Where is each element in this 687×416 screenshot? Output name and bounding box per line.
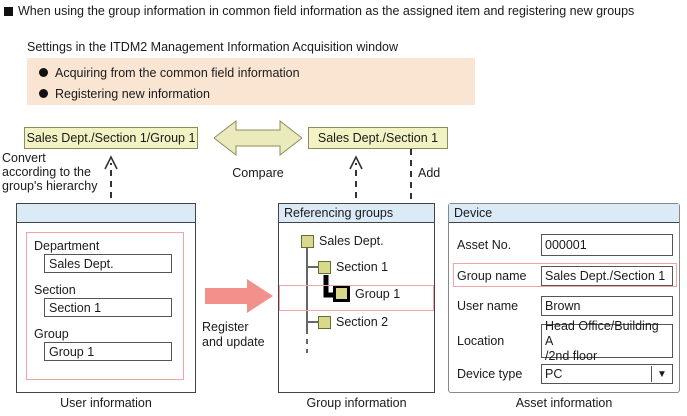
tree-node-label: Section 1 — [336, 260, 389, 274]
department-field[interactable]: Sales Dept. — [44, 254, 172, 273]
asset-field-label: Asset No. — [457, 238, 512, 252]
location-field[interactable]: Head Office/Building A /2nd floor — [541, 319, 673, 363]
device-type-select[interactable]: PC ▼ — [541, 364, 673, 384]
register-label-line-2: and update — [202, 335, 265, 349]
tree-node[interactable]: Section 2 — [318, 315, 388, 329]
user-panel-caption: User information — [60, 396, 152, 410]
user-panel-header — [17, 204, 195, 223]
tree-node[interactable]: Section 1 — [318, 260, 388, 274]
section-field[interactable]: Section 1 — [44, 298, 172, 317]
asset-panel-caption: Asset information — [515, 396, 613, 410]
asset-field-label: User name — [457, 299, 519, 313]
convert-note: Convert according to the group's hierarc… — [2, 151, 98, 193]
asset-field-label: Device type — [457, 367, 523, 381]
page-heading: When using the group information in comm… — [4, 4, 634, 19]
asset-panel-header: Device — [449, 204, 679, 223]
asset-no-field[interactable]: 000001 — [541, 234, 673, 256]
group-folder-icon-selected — [333, 285, 350, 302]
tree-node-label: Group 1 — [355, 286, 401, 301]
group-information-panel: Referencing groups Sales Dept. Section 1… — [278, 203, 435, 393]
register-arrow-icon — [205, 279, 273, 313]
settings-item: Registering new information — [39, 83, 475, 104]
tree-node-label: Sales Dept. — [319, 234, 384, 248]
group-panel-header: Referencing groups — [279, 204, 434, 223]
existing-group-path-box: Sales Dept./Section 1 — [308, 127, 448, 149]
settings-item-label: Acquiring from the common field informat… — [55, 65, 300, 80]
settings-item: Acquiring from the common field informat… — [39, 62, 475, 83]
location-line-1: Head Office/Building A — [545, 318, 659, 348]
bullet-dot-icon — [39, 89, 48, 98]
group-field[interactable]: Group 1 — [44, 342, 172, 361]
page-heading-text: When using the group information in comm… — [18, 4, 635, 18]
asset-field-row: Location Head Office/Building A /2nd flo… — [457, 319, 673, 363]
bullet-dot-icon — [39, 68, 48, 77]
convert-note-line-2: according to the — [2, 165, 91, 179]
asset-field-row: Asset No. 000001 — [457, 234, 673, 256]
user-field: Department Sales Dept. — [27, 238, 183, 273]
convert-note-line-3: group's hierarchy — [2, 179, 98, 193]
asset-field-label: Group name — [457, 269, 527, 283]
group-folder-icon — [318, 315, 331, 329]
group-name-highlight — [453, 263, 677, 287]
user-name-field[interactable]: Brown — [541, 296, 673, 316]
asset-field-label: Location — [457, 334, 505, 348]
location-line-2: /2nd floor — [545, 348, 598, 363]
settings-caption: Settings in the ITDM2 Management Informa… — [27, 40, 399, 54]
tree-node-label: Section 2 — [336, 315, 389, 329]
group-panel-caption: Group information — [306, 396, 407, 410]
asset-information-panel: Device Asset No. 000001 Group name Sales… — [448, 203, 680, 393]
group-folder-icon — [301, 234, 314, 248]
device-type-value: PC — [545, 367, 563, 381]
asset-field-row: Group name Sales Dept./Section 1 — [457, 266, 673, 286]
asset-field-row: User name Brown — [457, 296, 673, 316]
compare-label: Compare — [232, 166, 284, 180]
black-square-bullet-icon — [4, 7, 13, 16]
tree-node-selected[interactable]: Group 1 — [333, 285, 400, 302]
add-label: Add — [418, 166, 441, 180]
group-tree: Sales Dept. Section 1 Group 1 Section 2 — [279, 223, 434, 392]
user-information-panel: Department Sales Dept. Section Section 1… — [16, 203, 196, 393]
chevron-down-icon[interactable]: ▼ — [651, 366, 672, 382]
user-field: Group Group 1 — [27, 326, 183, 361]
user-field-label: Group — [34, 327, 69, 341]
register-label-line-1: Register — [202, 320, 249, 334]
user-field: Section Section 1 — [27, 282, 183, 317]
user-fields-highlight: Department Sales Dept. Section Section 1… — [26, 232, 184, 380]
group-name-field[interactable]: Sales Dept./Section 1 — [541, 266, 673, 286]
settings-box: Acquiring from the common field informat… — [27, 58, 475, 105]
asset-field-row: Device type PC ▼ — [457, 364, 673, 384]
new-group-highlight — [279, 285, 434, 311]
tree-node[interactable]: Sales Dept. — [301, 234, 384, 248]
convert-note-line-1: Convert — [2, 151, 46, 165]
user-field-label: Section — [34, 283, 76, 297]
converted-group-path-box: Sales Dept./Section 1/Group 1 — [24, 127, 198, 149]
settings-item-label: Registering new information — [55, 86, 210, 101]
user-field-label: Department — [34, 239, 100, 253]
compare-double-arrow-icon — [214, 119, 302, 157]
register-label: Register and update — [202, 320, 278, 350]
group-folder-icon — [318, 260, 331, 274]
